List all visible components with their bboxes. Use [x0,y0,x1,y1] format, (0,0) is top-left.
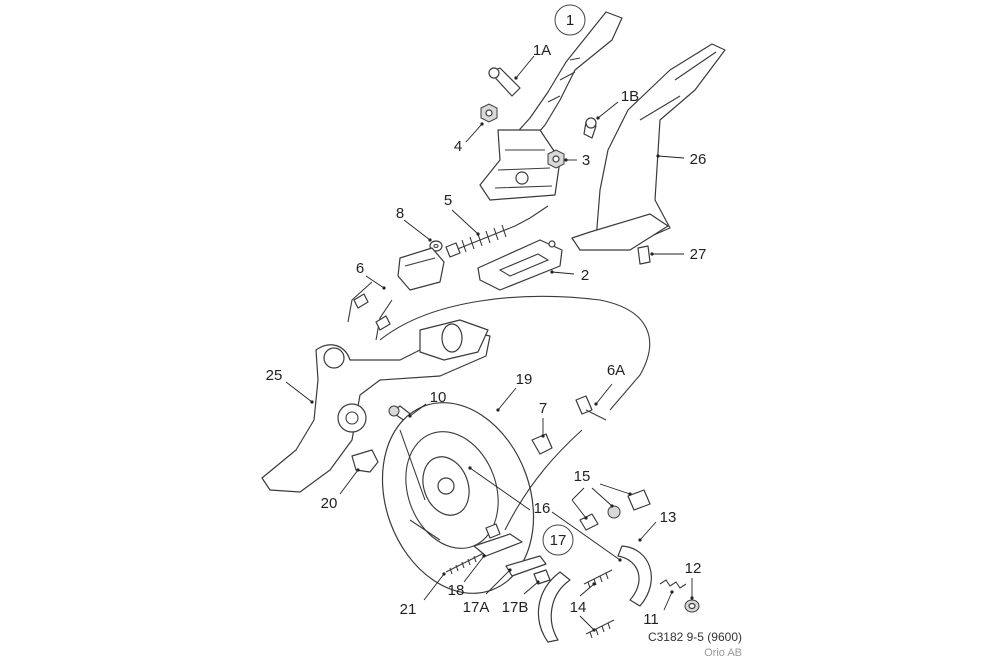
adjuster-15-part [579,489,651,531]
label-18: 18 [448,582,465,599]
screw-1b-part [583,117,597,139]
label-6: 6 [356,260,364,277]
label-17: 17 [550,532,567,549]
label-1b: 1B [621,88,639,105]
brake-shoe-13-part [617,545,652,607]
leader-lines [285,55,694,632]
label-11: 11 [643,611,659,628]
cable-end-6a-part [575,395,607,421]
cap-12-part [684,599,700,613]
label-15: 15 [574,468,591,485]
label-8: 8 [396,205,404,222]
callout-labels: 1 1A 1B 4 3 26 5 8 2 27 6 25 10 19 6A 7 … [266,4,707,628]
label-10: 10 [430,389,447,406]
group-1-circle [554,4,586,36]
group-17-circle [542,524,574,556]
springs-14-part [583,569,615,639]
cable-bracket-6-part [347,247,651,411]
label-4: 4 [454,138,462,155]
bracket-plate-2-part [477,239,563,291]
lever-boot-26-part [571,43,726,251]
knuckle-arm-25-part [261,319,491,493]
clip-7-part [531,433,553,455]
cable-spring-5-part [445,205,549,258]
label-2: 2 [581,267,589,284]
lever-18-part [473,533,523,557]
label-14: 14 [570,599,587,616]
label-26: 26 [690,151,707,168]
label-20: 20 [321,495,338,512]
label-17b: 17B [502,599,529,616]
nut-3-part [547,149,565,169]
label-12: 12 [685,560,702,577]
label-6a: 6A [607,362,625,379]
label-5: 5 [444,192,452,209]
label-13: 13 [660,509,677,526]
label-16: 16 [534,500,551,517]
cable-16-part [485,429,583,539]
handbrake-lever-part [479,11,623,201]
nut-4-part [480,103,498,123]
label-7: 7 [539,400,547,417]
bolt-1a-part [488,67,521,97]
label-25: 25 [266,367,283,384]
label-17a: 17A [463,599,490,616]
diagram-code: C3182 9-5 (9600) [648,630,742,644]
clip-27-part [637,245,651,265]
strut-17-part [505,555,551,585]
label-1: 1 [566,12,574,29]
spring-21-part [445,551,487,575]
diagram-credit: Orio AB [704,647,742,659]
label-27: 27 [690,246,707,263]
brake-shoe-left-part [537,571,571,643]
brake-disc-19-part [381,402,535,594]
spring-11-part [659,579,687,589]
label-3: 3 [582,152,590,169]
label-1a: 1A [533,42,551,59]
label-19: 19 [516,371,533,388]
label-21: 21 [400,601,417,618]
bracket-20-part [351,449,379,473]
